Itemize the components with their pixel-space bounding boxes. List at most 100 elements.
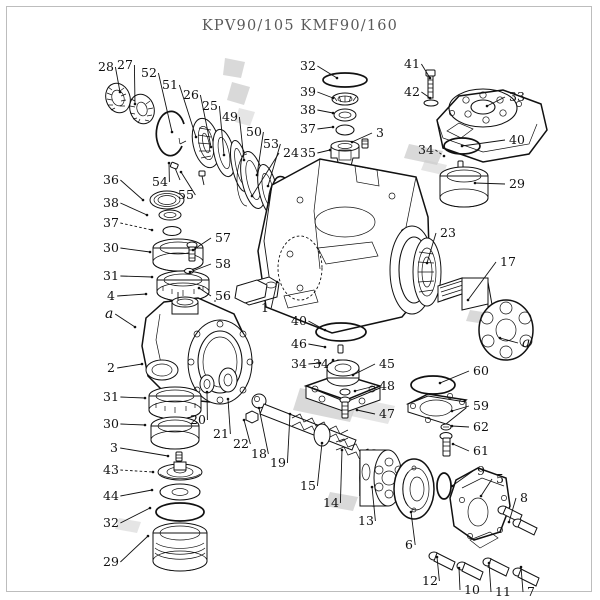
callout-44[interactable]: 44 xyxy=(103,488,119,503)
part-10-bolt xyxy=(456,561,484,581)
callout-7[interactable]: 7 xyxy=(527,584,535,599)
callout-30[interactable]: 30 xyxy=(103,416,119,431)
callout-48[interactable]: 48 xyxy=(379,378,395,393)
callout-3[interactable]: 3 xyxy=(110,440,118,455)
leader-line-60 xyxy=(439,370,470,384)
callout-40[interactable]: 40 xyxy=(509,132,525,147)
callout-1[interactable]: 1 xyxy=(261,300,269,315)
callout-23[interactable]: 23 xyxy=(440,225,456,240)
callout-49[interactable]: 49 xyxy=(222,109,238,124)
leader-tip-53 xyxy=(266,184,270,188)
callout-22[interactable]: 22 xyxy=(233,436,249,451)
callout-55[interactable]: 55 xyxy=(178,187,194,202)
callout-40[interactable]: 40 xyxy=(291,313,307,328)
callout-28[interactable]: 28 xyxy=(98,59,114,74)
callout-51[interactable]: 51 xyxy=(162,77,178,92)
callout-31[interactable]: 31 xyxy=(103,389,119,404)
callout-42[interactable]: 42 xyxy=(404,84,420,99)
callout-59[interactable]: 59 xyxy=(473,398,489,413)
callout-50[interactable]: 50 xyxy=(246,124,262,139)
callout-38[interactable]: 38 xyxy=(103,195,119,210)
callout-4[interactable]: 4 xyxy=(107,288,115,303)
part-59-plate xyxy=(406,393,468,425)
callout-34[interactable]: 34 xyxy=(418,142,434,157)
callout-35[interactable]: 35 xyxy=(300,145,316,160)
callout-25[interactable]: 25 xyxy=(202,98,218,113)
callout-24[interactable]: 24 xyxy=(283,145,299,160)
callout-17[interactable]: 17 xyxy=(500,254,516,269)
callout-29[interactable]: 29 xyxy=(103,554,119,569)
callout-61[interactable]: 61 xyxy=(473,443,489,458)
callout-29[interactable]: 29 xyxy=(509,176,525,191)
callout-37[interactable]: 37 xyxy=(300,121,316,136)
callout-18[interactable]: 18 xyxy=(251,446,267,461)
leader-line-61 xyxy=(452,443,470,452)
leader-tip-46 xyxy=(323,345,327,349)
callout-34[interactable]: 34 xyxy=(313,356,329,371)
group-lower-left-stack xyxy=(152,451,208,572)
callout-56[interactable]: 56 xyxy=(215,288,231,303)
callout-32[interactable]: 32 xyxy=(103,515,119,530)
callout-37[interactable]: 37 xyxy=(103,215,119,230)
callout-47[interactable]: 47 xyxy=(379,406,395,421)
callout-31[interactable]: 31 xyxy=(103,268,119,283)
callout-a[interactable]: a xyxy=(522,335,530,351)
leader-line-9 xyxy=(451,470,474,487)
leader-line-37 xyxy=(317,126,334,130)
leader-line-50 xyxy=(256,131,264,176)
callout-19[interactable]: 19 xyxy=(270,455,286,470)
leader-tip-17 xyxy=(466,298,470,302)
leader-line-26 xyxy=(199,94,212,148)
callout-38[interactable]: 38 xyxy=(300,102,316,117)
leader-tip-19 xyxy=(288,412,292,416)
callout-62[interactable]: 62 xyxy=(473,419,489,434)
callout-26[interactable]: 26 xyxy=(183,87,199,102)
callout-52[interactable]: 52 xyxy=(141,65,157,80)
group-bottom-right-cover xyxy=(393,458,540,587)
callout-33[interactable]: 33 xyxy=(509,89,525,104)
callout-a[interactable]: a xyxy=(105,306,113,322)
callout-36[interactable]: 36 xyxy=(103,172,119,187)
callout-27[interactable]: 27 xyxy=(117,57,133,72)
callout-6[interactable]: 6 xyxy=(405,537,413,552)
callout-43[interactable]: 43 xyxy=(103,462,119,477)
callout-53[interactable]: 53 xyxy=(263,136,279,151)
leader-line-5 xyxy=(480,478,493,497)
leader-line-14 xyxy=(339,449,343,504)
callout-34[interactable]: 34 xyxy=(291,356,307,371)
callout-12[interactable]: 12 xyxy=(422,573,438,588)
callout-54[interactable]: 54 xyxy=(152,174,168,189)
callout-41[interactable]: 41 xyxy=(404,56,420,71)
callout-39[interactable]: 39 xyxy=(300,84,316,99)
callout-14[interactable]: 14 xyxy=(323,495,339,510)
leader-tip-35 xyxy=(328,148,332,152)
callout-13[interactable]: 13 xyxy=(358,513,374,528)
leader-tip-a xyxy=(498,336,502,340)
leader-tip-31 xyxy=(143,396,147,400)
callout-32[interactable]: 32 xyxy=(300,58,316,73)
callout-10[interactable]: 10 xyxy=(464,582,480,597)
callout-9[interactable]: 9 xyxy=(477,463,485,478)
leader-line-56 xyxy=(198,287,212,297)
callout-3[interactable]: 3 xyxy=(376,125,384,140)
callout-46[interactable]: 46 xyxy=(291,336,307,351)
leader-line-6 xyxy=(410,511,416,546)
callout-30[interactable]: 30 xyxy=(103,240,119,255)
callout-57[interactable]: 57 xyxy=(215,230,231,245)
callout-11[interactable]: 11 xyxy=(495,584,511,599)
leader-line-36 xyxy=(120,179,144,201)
callout-5[interactable]: 5 xyxy=(496,471,504,486)
leader-line-48 xyxy=(354,385,376,392)
callout-8[interactable]: 8 xyxy=(520,490,528,505)
callout-21[interactable]: 21 xyxy=(213,426,229,441)
callout-45[interactable]: 45 xyxy=(379,356,395,371)
leader-line-41 xyxy=(421,63,431,79)
callout-20[interactable]: 20 xyxy=(190,412,206,427)
callout-58[interactable]: 58 xyxy=(215,256,231,271)
leader-line-12 xyxy=(436,556,440,582)
part-6-valve-plate xyxy=(393,458,435,520)
callout-2[interactable]: 2 xyxy=(107,360,115,375)
callout-60[interactable]: 60 xyxy=(473,363,489,378)
callout-15[interactable]: 15 xyxy=(300,478,316,493)
part-62-washer xyxy=(440,423,452,431)
